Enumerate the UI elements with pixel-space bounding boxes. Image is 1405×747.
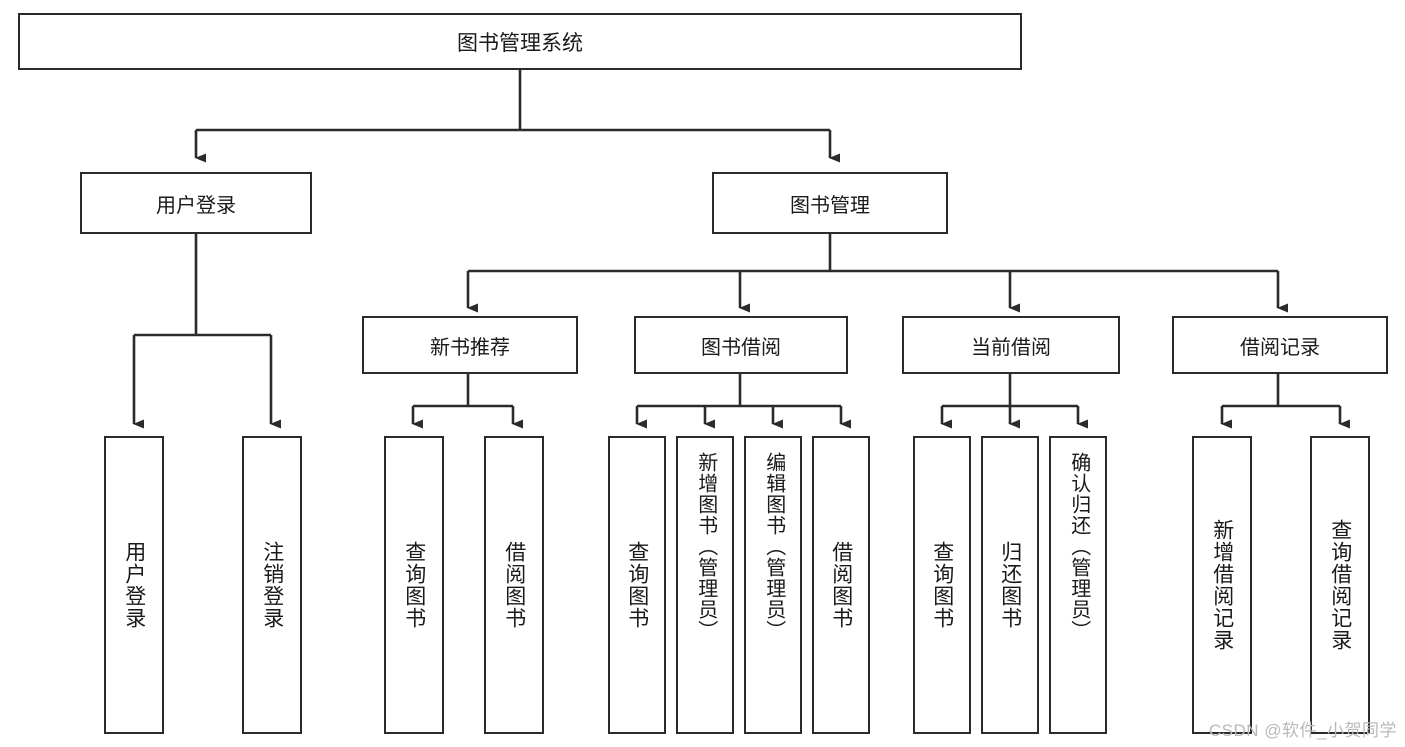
node-current-borrow[interactable]: 当前借阅: [902, 316, 1120, 374]
leaf-user-login-logout[interactable]: 注销登录: [242, 436, 302, 734]
leaf-current-borrow-query-book[interactable]: 查询图书: [913, 436, 971, 734]
node-root-book-management-system[interactable]: 图书管理系统: [18, 13, 1022, 70]
leaf-user-login-login[interactable]: 用户登录: [104, 436, 164, 734]
leaf-book-borrow-borrow-book[interactable]: 借阅图书: [812, 436, 870, 734]
node-book-management[interactable]: 图书管理: [712, 172, 948, 234]
leaf-current-borrow-return-book[interactable]: 归还图书: [981, 436, 1039, 734]
node-label: 查询借阅记录: [1328, 519, 1352, 651]
node-book-borrow[interactable]: 图书借阅: [634, 316, 848, 374]
node-label: 查询图书: [625, 541, 649, 629]
node-label: 注销登录: [260, 541, 284, 629]
node-label: 新书推荐: [430, 336, 510, 359]
node-label: 新增图书（管理员）: [694, 452, 717, 641]
leaf-book-borrow-query-book[interactable]: 查询图书: [608, 436, 666, 734]
node-user-login[interactable]: 用户登录: [80, 172, 312, 234]
node-label: 图书管理: [790, 194, 870, 217]
node-label: 用户登录: [122, 541, 146, 629]
leaf-current-borrow-confirm-return-admin[interactable]: 确认归还（管理员）: [1049, 436, 1107, 734]
node-borrow-record[interactable]: 借阅记录: [1172, 316, 1388, 374]
node-label: 用户登录: [156, 194, 236, 217]
node-label: 确认归还（管理员）: [1067, 452, 1090, 641]
node-label: 查询图书: [402, 541, 426, 629]
node-label: 借阅图书: [502, 541, 526, 629]
leaf-borrow-record-query-record[interactable]: 查询借阅记录: [1310, 436, 1370, 734]
leaf-book-borrow-add-book-admin[interactable]: 新增图书（管理员）: [676, 436, 734, 734]
node-label: 查询图书: [930, 541, 954, 629]
node-label: 借阅记录: [1240, 336, 1320, 359]
leaf-new-book-query-book[interactable]: 查询图书: [384, 436, 444, 734]
node-label: 借阅图书: [829, 541, 853, 629]
watermark-text: CSDN @软件_小贺同学: [1208, 721, 1397, 740]
node-label: 归还图书: [998, 541, 1022, 629]
node-label: 图书管理系统: [457, 31, 583, 55]
leaf-borrow-record-add-record[interactable]: 新增借阅记录: [1192, 436, 1252, 734]
node-new-book-recommend[interactable]: 新书推荐: [362, 316, 578, 374]
leaf-new-book-borrow-book[interactable]: 借阅图书: [484, 436, 544, 734]
node-label: 新增借阅记录: [1210, 519, 1234, 651]
leaf-book-borrow-edit-book-admin[interactable]: 编辑图书（管理员）: [744, 436, 802, 734]
node-label: 当前借阅: [971, 336, 1051, 359]
node-label: 编辑图书（管理员）: [762, 452, 785, 641]
node-label: 图书借阅: [701, 336, 781, 359]
